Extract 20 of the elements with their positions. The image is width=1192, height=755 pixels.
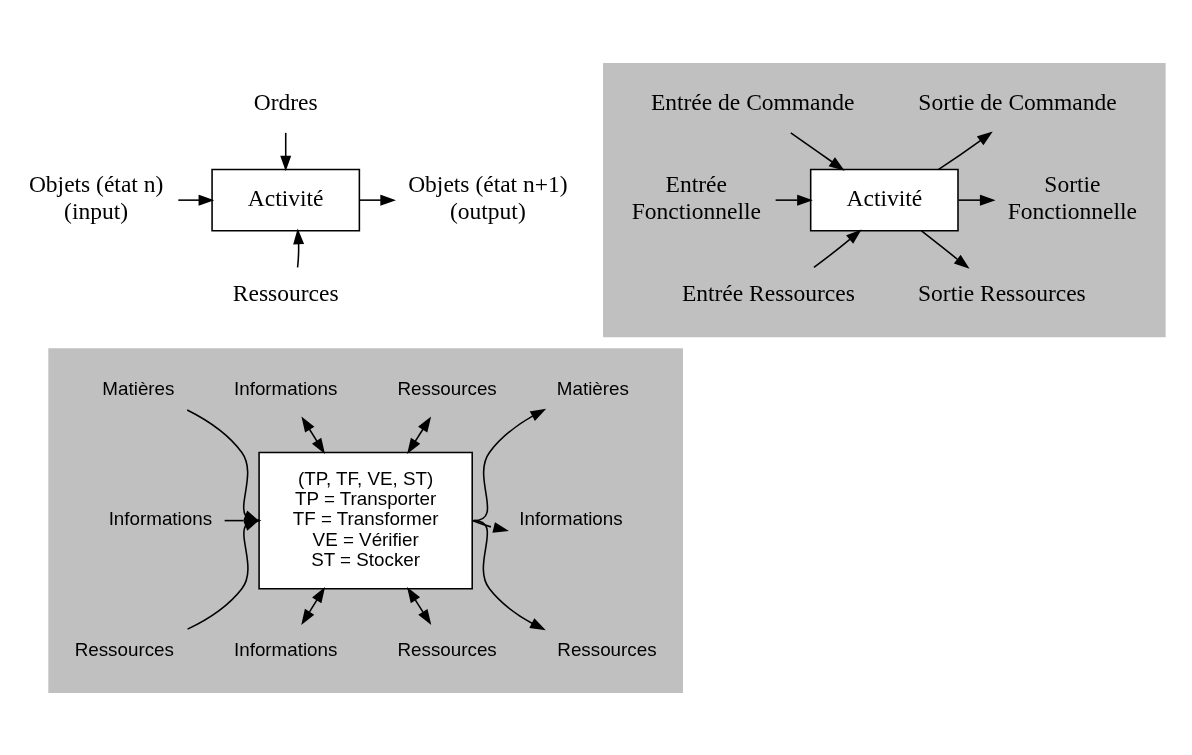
node-text: Entrée Fonctionnelle [631,170,761,224]
node-text: Ordres [253,88,318,115]
node-text: Ressources [232,279,339,306]
node-text: Entrée de Commande [650,88,855,115]
node-text: Informations [108,507,213,529]
node-text: Objets (état n+1) (output) [408,170,568,224]
node-text: Ressources [397,377,497,399]
node-text: Ressources [74,638,174,660]
node-text: Matières [102,377,175,399]
node-text: Entrée Ressources [681,279,855,306]
node-text: Objets (état n) (input) [28,170,164,224]
node-text: Matières [556,377,629,399]
node-text: Informations [234,377,338,399]
node-text: Informations [234,638,338,660]
node-text: Sortie Fonctionnelle [1007,170,1137,224]
node-text: Sortie de Commande [918,88,1117,115]
node-text: Ressources [557,638,657,660]
node-text: Ressources [397,638,497,660]
node-text: Sortie Ressources [917,279,1086,306]
node-text: Informations [519,507,623,529]
